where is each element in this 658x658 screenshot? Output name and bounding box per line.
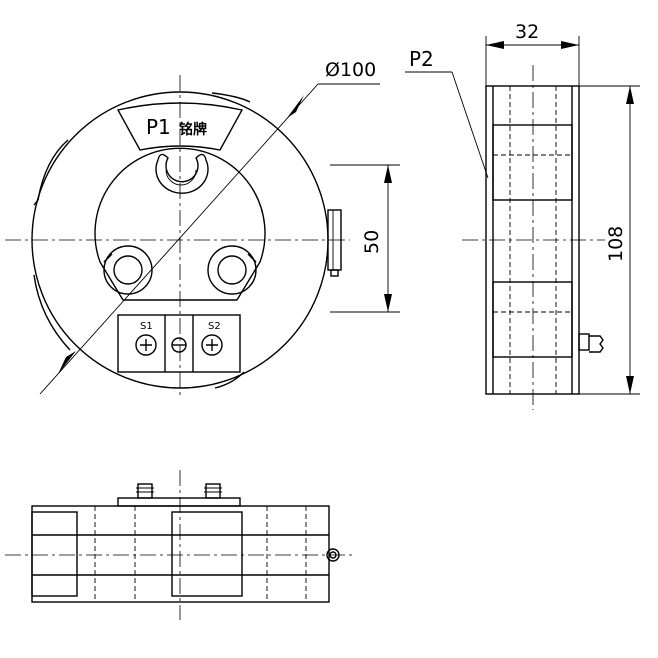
terminal-screw-s1-icon <box>135 334 157 356</box>
right-clip-outer <box>207 245 257 295</box>
bottom-lug <box>214 371 245 389</box>
top-clip-inner <box>165 169 197 186</box>
inner-window <box>94 147 266 301</box>
nameplate-p1 <box>116 102 244 151</box>
top-center-block <box>171 511 243 597</box>
side-view-screw <box>578 333 590 351</box>
end-screw-inner-icon <box>329 551 337 559</box>
diameter-label: Ø100 <box>325 59 376 81</box>
top-screw-1 <box>137 483 153 499</box>
diameter-arrow-bottom <box>58 351 76 374</box>
s2-label: S2 <box>208 321 221 332</box>
side-view-screw-head <box>589 335 604 353</box>
s1-screw-cross <box>140 339 152 351</box>
end-screw-outer-icon <box>326 548 340 562</box>
top-terminal-strip <box>117 497 241 507</box>
dim32-arrow-right <box>561 41 579 49</box>
top-view <box>5 470 355 620</box>
terminal-block <box>117 314 241 373</box>
dim50-arrow-top <box>384 165 392 183</box>
diameter-arrow-top <box>287 95 304 118</box>
left-clip-inner <box>113 255 143 285</box>
front-view: P1 铭牌 S1 S2 <box>5 59 400 398</box>
left-clip-outer <box>103 245 153 295</box>
p1-label: P1 <box>146 115 171 139</box>
side-core-top <box>492 124 573 201</box>
side-view: 32 108 P2 <box>405 21 640 410</box>
diameter-leader <box>39 83 319 395</box>
s2-screw-cross <box>206 339 218 351</box>
right-clip-tab <box>247 253 257 263</box>
top-screw-1-thread <box>136 487 154 493</box>
dim108-label: 108 <box>605 226 627 262</box>
side-core-bottom <box>492 281 573 358</box>
dim108-arrow-top <box>626 86 634 104</box>
top-clip-outer <box>155 153 209 194</box>
left-clip-tab <box>103 253 113 263</box>
right-clip-inner <box>217 255 247 285</box>
p2-leader <box>451 71 489 179</box>
top-lug <box>211 92 251 103</box>
dim32-label: 32 <box>515 21 539 43</box>
side-screw-tip <box>330 269 339 277</box>
left-lug-upper <box>33 139 69 206</box>
dim32-arrow-left <box>486 41 504 49</box>
dim50-arrow-bottom <box>384 294 392 312</box>
dim108-arrow-bottom <box>626 376 634 394</box>
left-lug-lower <box>33 274 71 351</box>
terminal-screw-s2-icon <box>201 334 223 356</box>
dim50-label: 50 <box>361 230 383 254</box>
nameplate-text: 铭牌 <box>179 121 207 138</box>
top-screw-2-thread <box>204 487 222 493</box>
top-screw-2 <box>205 483 221 499</box>
top-left-block <box>31 511 78 597</box>
p2-label: P2 <box>409 47 434 71</box>
s1-label: S1 <box>140 321 153 332</box>
